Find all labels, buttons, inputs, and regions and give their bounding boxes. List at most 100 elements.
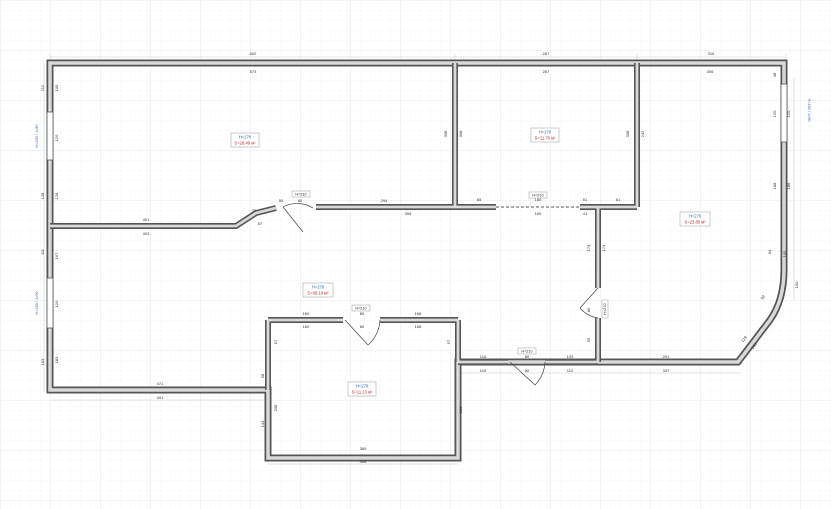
- dim-value: 57: [258, 221, 263, 226]
- door-height: H=210: [521, 350, 532, 354]
- dim-value: 50: [279, 198, 284, 203]
- dim-value: 408: [360, 459, 367, 464]
- door-swing-right: [579, 287, 599, 319]
- dim-value: 120: [786, 110, 791, 117]
- door-label-bottom-top: H=210: [351, 304, 371, 312]
- room-label-top-middle: H=270 S=11.76 м²: [530, 127, 560, 143]
- dim-value: 267: [543, 69, 550, 74]
- inner-walls: [50, 63, 640, 390]
- dim-value: 100: [782, 250, 787, 257]
- window-shape-right-top: [780, 83, 788, 143]
- dim-value: 316: [708, 51, 715, 56]
- dim-value: 41: [583, 211, 588, 216]
- door-swing-bottom-right: [509, 361, 546, 386]
- dim-value: 188: [772, 182, 777, 189]
- dim-value: 403: [143, 231, 150, 236]
- window-shape-left-top: [46, 111, 54, 161]
- dim-value: 291: [663, 354, 670, 359]
- dim-value: 129: [740, 334, 749, 343]
- dim-value: 61: [616, 197, 621, 202]
- dim-value: 80: [298, 198, 303, 203]
- dim-value: 48: [772, 72, 777, 77]
- dim-value: 491: [157, 395, 164, 400]
- room-area: S=23.80 м²: [684, 220, 706, 225]
- room-area: S=26.49 м²: [234, 141, 256, 146]
- door-height: H=210: [532, 194, 543, 198]
- door-height: H=210: [603, 303, 607, 314]
- dimension-lines: [43, 54, 795, 465]
- dim-value: 100: [794, 281, 799, 288]
- room-area: S=36.10 м²: [307, 291, 329, 296]
- dim-value: 471: [157, 381, 164, 386]
- dim-value: 401: [143, 217, 150, 222]
- dim-value: 308: [443, 130, 448, 137]
- room-height: H=270: [312, 285, 325, 290]
- room-label-top-left: H=270 S=26.49 м²: [230, 132, 260, 148]
- door-height: H=210: [355, 307, 366, 311]
- windows: [46, 83, 788, 329]
- dim-value: 50: [586, 337, 591, 342]
- dim-value: 174: [601, 244, 606, 251]
- dim-value: 287: [543, 51, 550, 56]
- dim-value: 183: [40, 358, 45, 365]
- door-labels: H=210 H=210 H=210 H=210 H=210: [291, 190, 609, 355]
- dim-value: 120: [54, 300, 59, 307]
- room-labels: H=270 S=26.49 м² H=270 S=11.76 м² H=270 …: [230, 127, 711, 397]
- room-height: H=270: [239, 135, 252, 140]
- window-shape-left-bottom: [46, 277, 54, 329]
- dim-value: 77: [252, 208, 257, 213]
- room-area: S=11.76 м²: [535, 136, 556, 141]
- room-area: S=11.13 м²: [352, 390, 373, 395]
- dim-value: 57: [446, 339, 451, 344]
- outer-walls-fill: [48, 61, 786, 460]
- door-label-bottom-right: H=210: [517, 347, 537, 355]
- door-swing-bottom-top: [344, 319, 381, 346]
- room-height: H=270: [689, 214, 702, 219]
- dimension-values: 602 287 316 573 267 306 112 105 120 128 …: [40, 51, 799, 464]
- door-label-top-middle: H=210: [528, 191, 548, 199]
- dim-value: 80: [586, 307, 591, 312]
- dim-value: 144: [260, 420, 265, 427]
- dim-value: 103: [567, 354, 574, 359]
- window-label-right-top: H=150 / 1=90: [807, 98, 811, 121]
- dim-value: 128: [54, 192, 59, 199]
- room-label-hall: H=270 S=36.10 м²: [302, 282, 334, 298]
- dim-value: 188: [786, 182, 791, 189]
- dim-value: 94: [767, 249, 772, 254]
- dim-value: 160: [535, 197, 542, 202]
- door-label-top-left: H=210: [291, 190, 311, 198]
- dim-value: 602: [250, 51, 257, 56]
- dim-value: 80: [360, 311, 365, 316]
- dim-value: 294: [381, 198, 388, 203]
- dim-value: 573: [250, 69, 257, 74]
- window-labels: H=150 / 1=90 H=150 / 1=90 H=150 / 1=90: [35, 98, 811, 314]
- dim-value: 174: [586, 244, 591, 251]
- dim-value: 92: [759, 293, 766, 300]
- dim-value: 140: [750, 341, 759, 350]
- door-label-right: H=210: [601, 299, 609, 319]
- walls: [46, 59, 788, 462]
- door-shapes: [282, 203, 599, 386]
- dim-value: 105: [54, 84, 59, 91]
- dim-value: 112: [567, 368, 574, 373]
- dim-value: 242: [640, 130, 645, 137]
- dim-value: 308: [458, 130, 463, 137]
- dim-value: 57: [273, 339, 278, 344]
- dim-value: 51: [583, 197, 588, 202]
- dim-value: 128: [40, 192, 45, 199]
- door-height: H=210: [295, 193, 306, 197]
- room-label-right: H=270 S=23.80 м²: [679, 211, 711, 227]
- dim-value: 111: [40, 248, 45, 255]
- dim-value: 112: [40, 84, 45, 91]
- dim-value: 306: [707, 69, 714, 74]
- dim-value: 120: [772, 110, 777, 117]
- dim-value: 58: [260, 373, 265, 378]
- dim-value: 168: [415, 324, 422, 329]
- dim-value: 160: [303, 311, 310, 316]
- window-label-left-bottom: H=150 / 1=90: [35, 291, 39, 314]
- dim-value: 160: [303, 324, 310, 329]
- dim-value: 80: [525, 354, 530, 359]
- dim-value: 116: [480, 354, 487, 359]
